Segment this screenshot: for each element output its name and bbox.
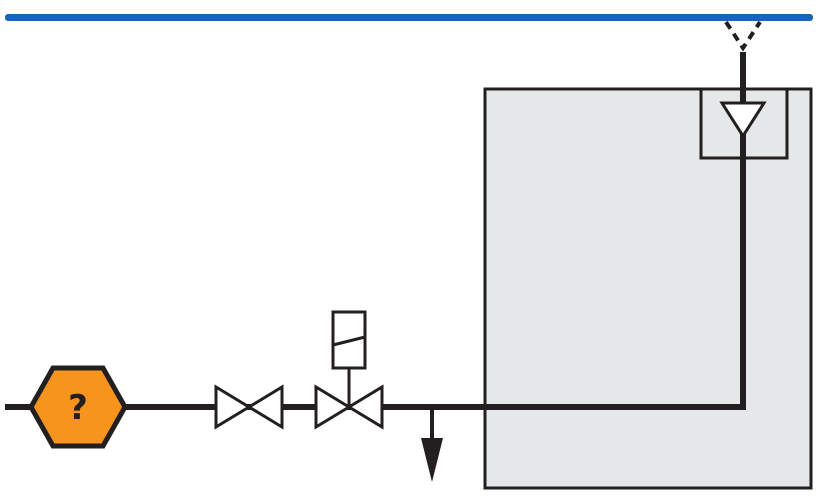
drain-arrow-icon [421,438,443,482]
header-bar [5,14,813,21]
spray-cone-dashed [724,20,762,52]
solenoid-valve-icon[interactable] [314,310,384,430]
unknown-component-hexagon-icon[interactable]: ? [28,365,128,449]
manual-valve-icon[interactable] [214,384,284,430]
spray-nozzle-icon [719,101,767,139]
unknown-component-label: ? [68,388,88,428]
tank-icon [483,87,813,490]
